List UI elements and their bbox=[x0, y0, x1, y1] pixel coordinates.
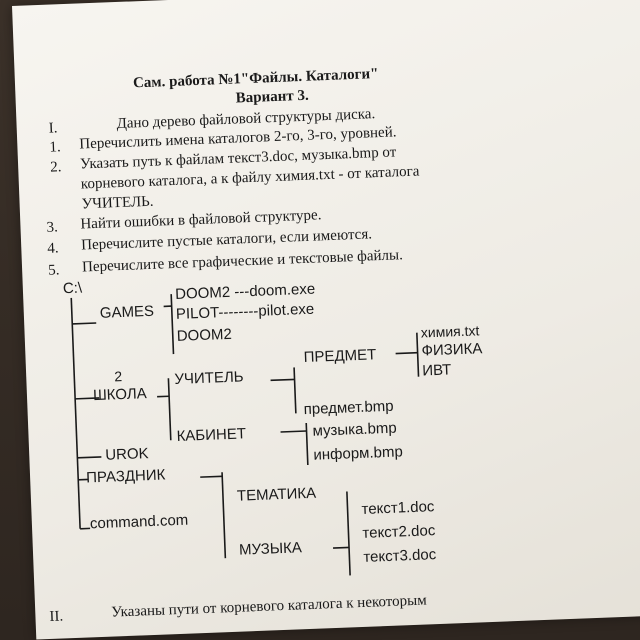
folder-music: МУЗЫКА bbox=[238, 539, 303, 559]
file-himiya: химия.txt bbox=[420, 322, 480, 341]
file-inform-bmp: информ.bmp bbox=[313, 443, 404, 464]
file-predmet-bmp: предмет.bmp bbox=[303, 397, 394, 419]
folder-doom2: DOOM2 bbox=[176, 325, 233, 345]
folder-urok: UROK bbox=[104, 445, 149, 464]
folder-games: GAMES bbox=[99, 302, 155, 322]
folder-holiday: ПРАЗДНИК bbox=[85, 466, 166, 487]
folder-subject: ПРЕДМЕТ bbox=[303, 346, 377, 367]
worksheet-paper: Сам. работа №1"Файлы. Каталоги" Вариант … bbox=[12, 0, 640, 640]
folder-fizika: ФИЗИКА bbox=[421, 340, 483, 360]
file-text2-doc: текст2.doc bbox=[362, 522, 436, 542]
folder-school: ШКОЛА bbox=[92, 385, 147, 405]
handwritten-mark: 2 bbox=[113, 368, 123, 385]
folder-cabinet: КАБИНЕТ bbox=[176, 425, 247, 445]
task2-number: II. bbox=[49, 608, 64, 626]
folder-tematika: ТЕМАТИКА bbox=[236, 484, 317, 505]
file-text3-doc: текст3.doc bbox=[363, 546, 437, 566]
tree-connector-lines bbox=[70, 294, 420, 576]
folder-teacher: УЧИТЕЛЬ bbox=[174, 368, 244, 389]
file-muzyka-bmp: музыка.bmp bbox=[312, 419, 398, 440]
folder-ivt: ИВТ bbox=[421, 361, 452, 380]
file-text1-doc: текст1.doc bbox=[361, 498, 435, 518]
root-drive-label: C:\ bbox=[62, 279, 83, 298]
